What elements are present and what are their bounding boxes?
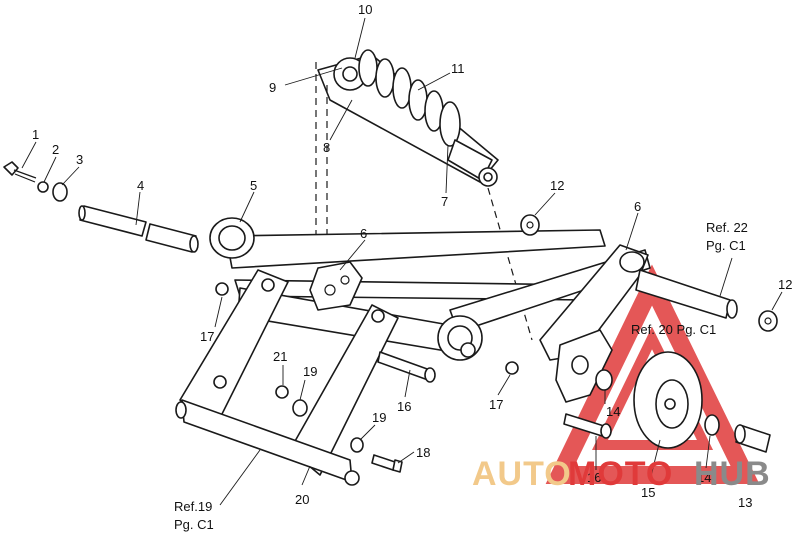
callout-14-right: 14 [697, 470, 711, 485]
nut-17-left [215, 282, 229, 296]
pivot-shaft [78, 205, 199, 253]
bracket-6-mid [309, 261, 363, 311]
callout-16-lower: 16 [587, 470, 601, 485]
callout-12-right: 12 [778, 277, 792, 292]
callout-11: 11 [451, 61, 465, 76]
callout-12-top: 12 [550, 178, 564, 193]
nut-17-right [505, 361, 519, 375]
callout-18: 18 [416, 445, 430, 460]
callout-4: 4 [137, 178, 144, 193]
watermark-auto: AUTO [472, 455, 572, 493]
callout-5: 5 [250, 178, 257, 193]
page-references: Ref. 22 Pg. C1 Ref. 20 Pg. C1 Ref.19 Pg.… [174, 220, 748, 532]
callout-1: 1 [32, 127, 39, 142]
callout-3: 3 [76, 152, 83, 167]
ref-19-line2: Pg. C1 [174, 517, 214, 532]
leader-lines [21, 17, 783, 506]
callout-13: 13 [738, 495, 752, 510]
idler-wheel-15 [633, 351, 703, 449]
callout-6-right: 6 [634, 199, 641, 214]
callout-9: 9 [269, 80, 276, 95]
lower-swing-arm [175, 269, 399, 486]
ref-22-line1: Ref. 22 [706, 220, 748, 235]
cross-tube [237, 287, 483, 361]
callout-21: 21 [273, 349, 287, 364]
watermark-hub: HUB [694, 455, 771, 493]
bolt-18 [371, 454, 403, 473]
washer-12-top [520, 214, 540, 236]
callout-14-mid: 14 [606, 404, 620, 419]
rear-bracket [555, 329, 613, 403]
dash-line-3 [487, 187, 533, 341]
watermark-moto: MOTO [568, 455, 673, 493]
callout-7: 7 [441, 194, 448, 209]
shock-absorber [317, 49, 499, 187]
callout-17-left: 17 [200, 329, 214, 344]
ref-19-line1: Ref.19 [174, 499, 212, 514]
washer-12-right [758, 310, 778, 332]
bolt-16-upper [377, 351, 436, 383]
callout-19-upper: 19 [303, 364, 317, 379]
callout-10: 10 [358, 2, 372, 17]
bolt-16-lower [563, 413, 612, 439]
callout-15: 15 [641, 485, 655, 500]
callout-16-upper: 16 [397, 399, 411, 414]
ref-22-line2: Pg. C1 [706, 238, 746, 253]
callout-8: 8 [323, 140, 330, 155]
washer-19-lower [350, 437, 364, 453]
washer-3 [52, 182, 68, 202]
bolt-1 [3, 161, 37, 183]
callout-6-mid: 6 [360, 226, 367, 241]
ref-20: Ref. 20 Pg. C1 [631, 322, 716, 337]
callout-2: 2 [52, 142, 59, 157]
callout-20: 20 [295, 492, 309, 507]
nut-21 [275, 385, 289, 399]
washer-19-upper [292, 399, 308, 417]
callout-19-lower: 19 [372, 410, 386, 425]
callout-17-right: 17 [489, 397, 503, 412]
washer-14-right [704, 414, 720, 436]
washer-2 [37, 181, 49, 193]
callouts: 1 2 3 4 5 6 6 7 8 9 10 11 12 12 13 14 14… [32, 2, 792, 510]
watermark-text: AUTO MOTO HUB [472, 455, 771, 493]
bushing-13 [734, 424, 771, 453]
